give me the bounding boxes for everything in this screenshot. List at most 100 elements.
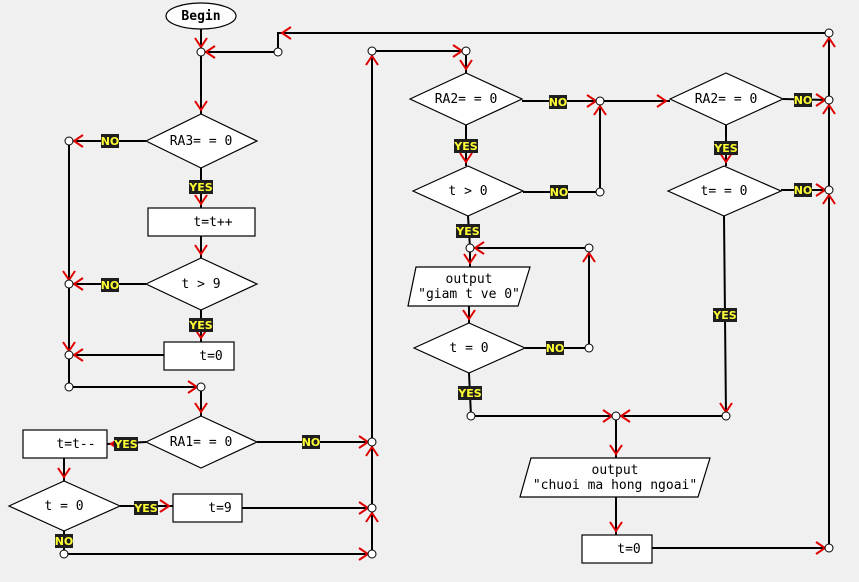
arrowhead-26 xyxy=(459,152,473,164)
edge-tag-no-12-bg xyxy=(302,435,320,449)
edge-tag-no-15: NO xyxy=(550,186,569,199)
junction-point-17 xyxy=(584,243,594,253)
arrowhead-42 xyxy=(719,152,733,164)
arrowhead-9 xyxy=(72,277,84,291)
edge-tags: YESYESYESYESYESYESYESYESYESNONONONONONON… xyxy=(55,93,813,548)
t-gt9-label: t > 9 xyxy=(181,277,220,292)
arrowhead-27 xyxy=(593,104,607,116)
junction-point-6 xyxy=(64,382,74,392)
junction-point-4 xyxy=(64,279,74,289)
arrowhead-30 xyxy=(462,309,476,321)
t-eq0-left-label: t = 0 xyxy=(44,499,83,514)
arrowhead-28 xyxy=(473,241,485,255)
arrowhead-14 xyxy=(194,402,208,414)
edges xyxy=(63,29,830,555)
ra2-mid-decision xyxy=(408,72,524,126)
t-eq0-right-decision xyxy=(666,165,783,217)
edge-tag-yes-3: YES xyxy=(113,438,137,451)
arrowhead-37 xyxy=(822,193,836,205)
junction-point-14 xyxy=(595,96,605,106)
edge-tag-yes-6: YES xyxy=(455,225,479,238)
edge-tag-yes-1-bg xyxy=(189,180,213,194)
edge-tag-no-11: NO xyxy=(101,279,120,292)
connector-line-4 xyxy=(277,32,829,52)
edge-tag-yes-3-bg xyxy=(114,437,138,451)
junction-points xyxy=(59,28,834,559)
arrowhead-25 xyxy=(656,94,668,108)
arrowhead-23 xyxy=(459,59,473,71)
edge-tag-yes-2: YES xyxy=(188,319,212,332)
arrowhead-33 xyxy=(619,409,631,423)
arrowhead-4 xyxy=(280,26,292,40)
arrowhead-3 xyxy=(204,45,216,59)
output-chuoi-line1: output xyxy=(592,463,639,478)
t-zero-left-process xyxy=(163,341,235,371)
edge-tag-yes-1: YES xyxy=(188,181,212,194)
edge-tag-no-16-bg xyxy=(546,341,564,355)
ra3-decision xyxy=(144,113,259,169)
edge-tag-yes-8-bg xyxy=(714,141,738,155)
junction-point-24 xyxy=(824,185,834,195)
edge-tag-yes-5-bg xyxy=(454,139,478,153)
edge-tag-yes-8: YES xyxy=(713,142,737,155)
ra1-label: RA1= = 0 xyxy=(170,435,233,450)
junction-point-7 xyxy=(196,382,206,392)
begin-label: Begin xyxy=(181,9,220,24)
junction-point-9 xyxy=(367,437,377,447)
t-eq0-right-label: t= = 0 xyxy=(701,184,748,199)
edge-tag-no-14-bg xyxy=(549,95,567,109)
arrowhead-1 xyxy=(194,37,208,49)
edge-tag-no-15-bg xyxy=(550,185,568,199)
junction-point-16 xyxy=(465,243,475,253)
arrowhead-34 xyxy=(609,444,623,456)
edge-tag-no-12: NO xyxy=(302,436,321,449)
edge-tag-yes-9-bg xyxy=(713,308,737,322)
arrowhead-2 xyxy=(194,100,208,112)
edge-tag-no-18: NO xyxy=(794,184,813,197)
arrowhead-16 xyxy=(57,467,71,479)
edge-tag-no-10-bg xyxy=(101,134,119,148)
output-giam-line1: output xyxy=(446,272,493,287)
t-zero-bottom-label: t=0 xyxy=(617,542,640,557)
t-gt9-decision xyxy=(144,257,259,311)
junction-point-23 xyxy=(824,95,834,105)
ra2-mid-label: RA2= = 0 xyxy=(435,92,498,107)
junction-point-19 xyxy=(466,411,476,421)
edge-tag-no-13: NO xyxy=(55,535,74,548)
junction-point-5 xyxy=(64,350,74,360)
t-increment-process xyxy=(147,207,256,237)
edge-tag-no-16: NO xyxy=(546,342,565,355)
arrowhead-35 xyxy=(609,521,623,533)
t-eq0-mid-label: t = 0 xyxy=(449,341,488,356)
junction-point-25 xyxy=(824,543,834,553)
arrowhead-6 xyxy=(72,134,84,148)
ra2-right-decision xyxy=(668,72,785,126)
ra3-label: RA3= = 0 xyxy=(170,134,233,149)
begin-terminal xyxy=(165,2,237,30)
edge-tag-no-18-bg xyxy=(794,183,812,197)
t-increment-label: t=t++ xyxy=(193,215,232,230)
junction-point-20 xyxy=(611,411,621,421)
output-giam-line2: "giam t ve 0" xyxy=(418,287,520,302)
junction-point-18 xyxy=(584,343,594,353)
t-gt0-mid-decision xyxy=(411,165,525,217)
junction-point-13 xyxy=(461,46,471,56)
ra2-right-label: RA2= = 0 xyxy=(695,92,758,107)
arrowhead-45 xyxy=(365,511,379,523)
junction-point-1 xyxy=(196,47,206,57)
output-giam-io xyxy=(407,266,531,307)
arrowhead-17 xyxy=(159,499,171,513)
arrowhead-12 xyxy=(72,348,84,362)
junction-point-2 xyxy=(273,47,283,57)
arrowhead-31 xyxy=(582,251,596,263)
junction-point-21 xyxy=(721,411,731,421)
edge-tag-no-17: NO xyxy=(794,94,813,107)
junction-point-8 xyxy=(367,46,377,56)
arrowhead-39 xyxy=(822,36,836,48)
edge-tag-no-14: NO xyxy=(549,96,568,109)
nodes: Begin RA3= = 0 t=t++ t > 9 t=0 RA1= = 0 … xyxy=(7,2,785,564)
arrowhead-8 xyxy=(194,244,208,256)
junction-point-12 xyxy=(59,549,69,559)
output-chuoi-io xyxy=(519,457,711,498)
